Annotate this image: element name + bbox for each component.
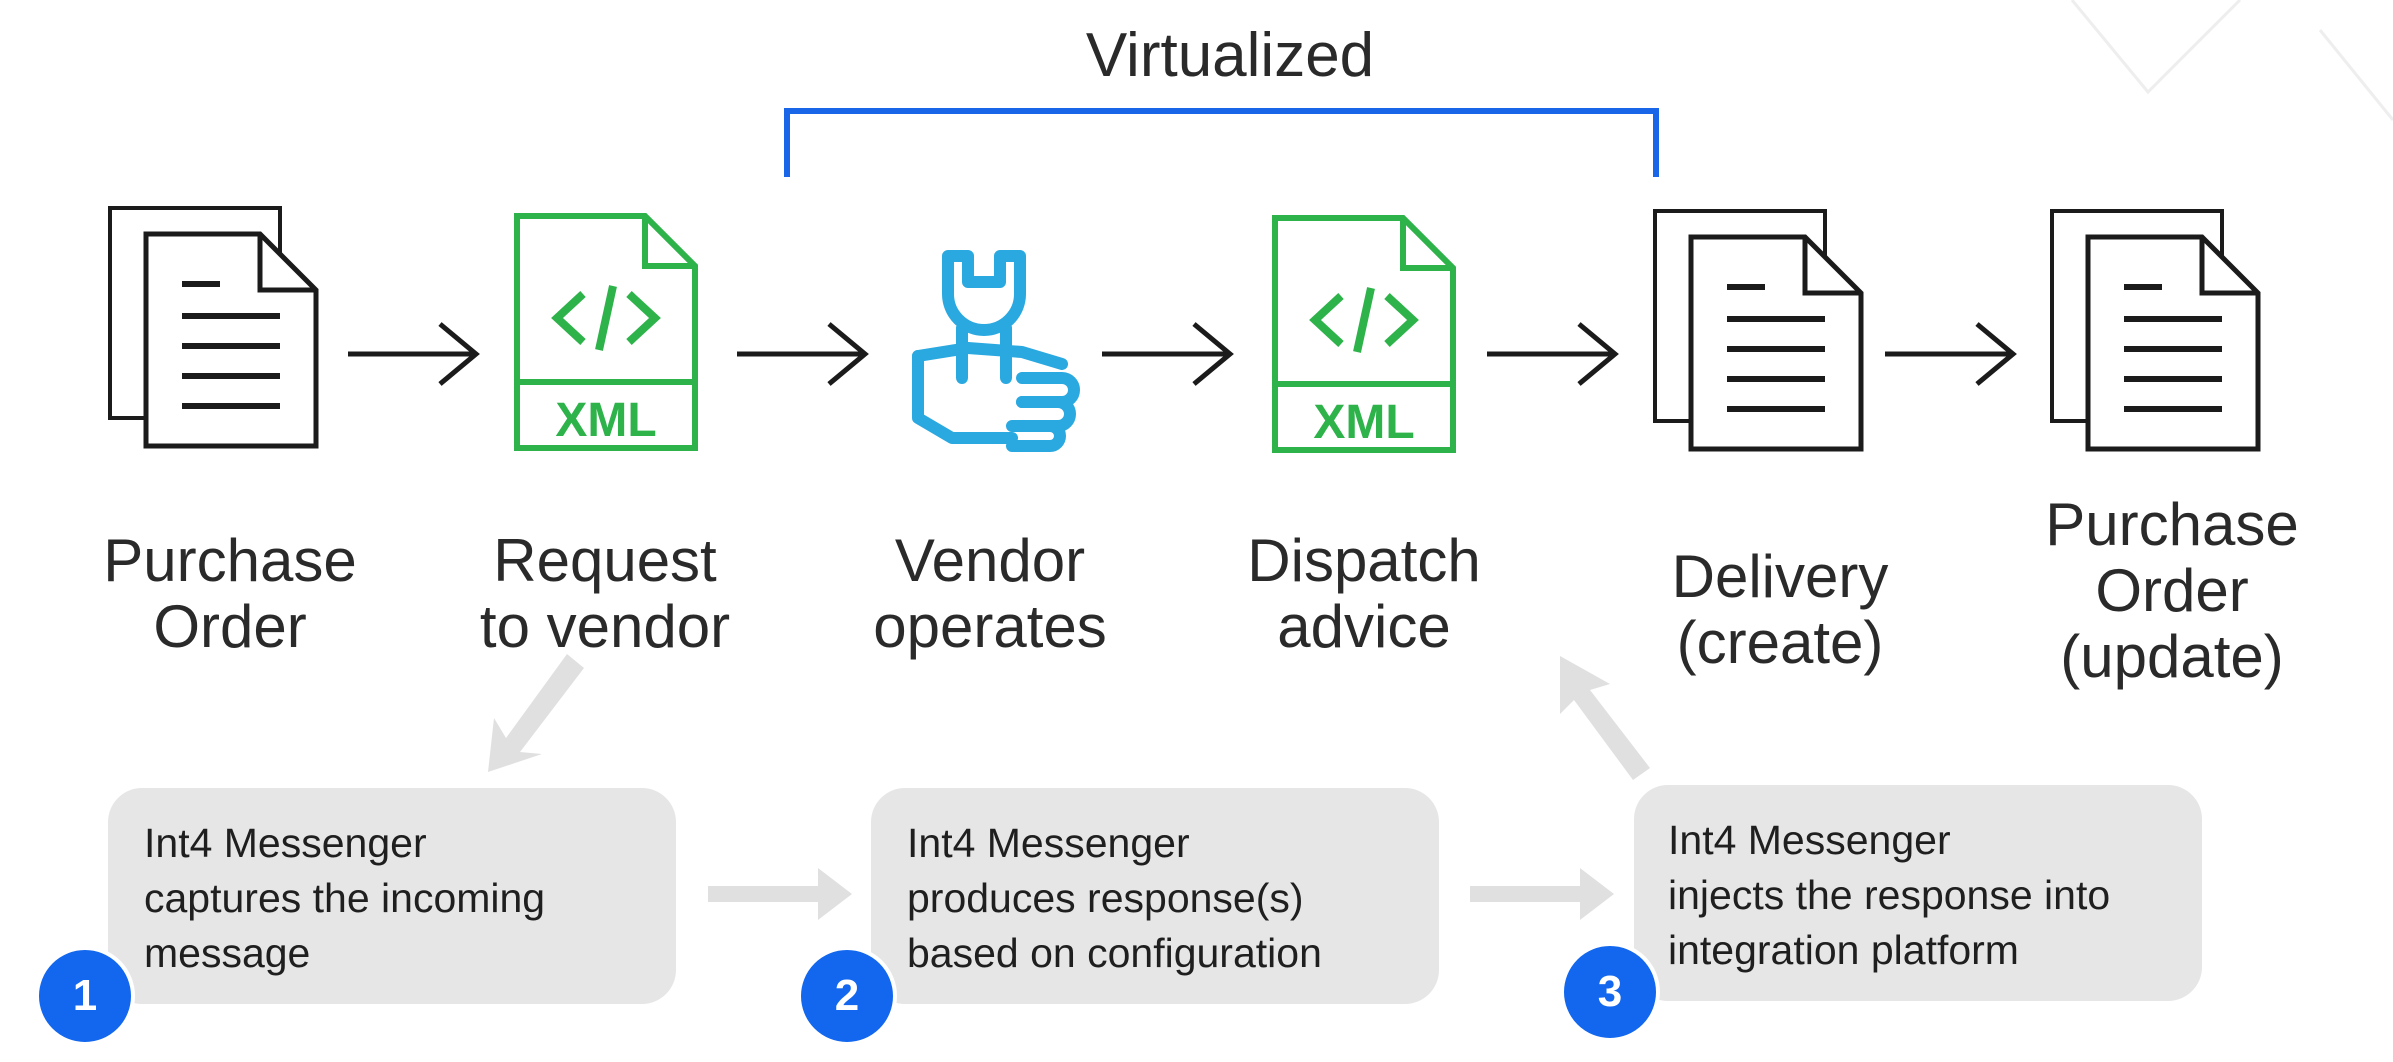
gray-arrow-down <box>488 654 584 772</box>
flow-arrow <box>1487 322 1619 386</box>
gray-arrow-right <box>708 868 852 920</box>
xml-file-icon: XML <box>514 213 698 451</box>
process-box-inject <box>1634 785 2202 1001</box>
step-label-delivery-create: Delivery (create) <box>1671 543 1889 676</box>
flow-arrow <box>348 322 480 386</box>
flow-arrow <box>1102 322 1234 386</box>
step-badge-1: 1 <box>35 946 135 1046</box>
virtualized-title: Virtualized <box>1085 21 1375 90</box>
process-box-capture <box>108 788 676 1004</box>
gray-arrow-right <box>1470 868 1614 920</box>
wrench-hand-icon <box>912 250 1080 452</box>
step-label-purchase-order: Purchase Order <box>103 527 357 660</box>
step-label-request-to-vendor: Request to vendor <box>479 527 731 660</box>
step-label-purchase-order-update: Purchase Order (update) <box>2045 491 2299 690</box>
document-icon <box>1653 209 1864 452</box>
step-badge-3: 3 <box>1560 942 1660 1042</box>
process-text-capture: Int4 Messenger captures the incoming mes… <box>144 820 546 976</box>
flow-arrow <box>1885 322 2017 386</box>
process-text-produce: Int4 Messenger produces response(s) base… <box>907 820 1322 976</box>
document-icon <box>2050 209 2261 452</box>
step-label-vendor-operates: Vendor operates <box>873 527 1107 660</box>
step-badge-2: 2 <box>797 946 897 1046</box>
process-text-inject: Int4 Messenger injects the response into… <box>1668 817 2111 973</box>
svg-text:XML: XML <box>555 394 656 447</box>
decorative-lines <box>2070 0 2393 121</box>
document-icon <box>108 206 319 449</box>
virtualized-bracket <box>784 108 1659 177</box>
process-box-produce <box>871 788 1439 1004</box>
gray-arrow-up <box>1560 656 1650 780</box>
step-label-dispatch-advice: Dispatch advice <box>1247 527 1481 660</box>
flow-arrow <box>737 322 869 386</box>
xml-file-icon: XML <box>1272 215 1456 453</box>
svg-text:XML: XML <box>1313 396 1414 449</box>
